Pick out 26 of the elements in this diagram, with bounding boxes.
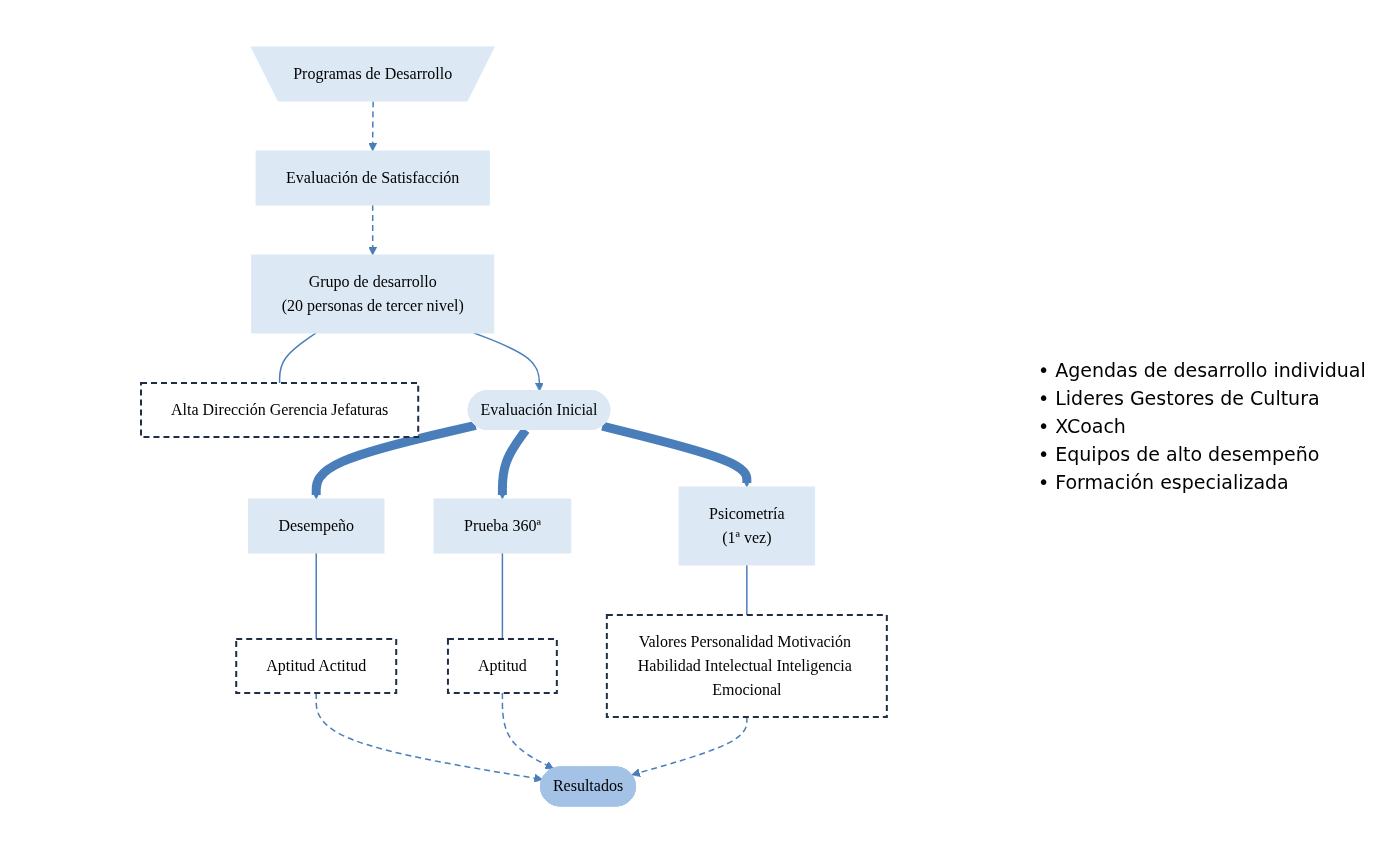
bullet-item: • XCoach	[1038, 415, 1127, 437]
node-box: Desempeño	[248, 498, 385, 553]
bullet-item: • Formación especializada	[1038, 471, 1290, 493]
node-box: Aptitud	[447, 637, 558, 694]
arrow	[311, 420, 477, 499]
arrow	[315, 691, 544, 782]
arrow	[501, 691, 554, 769]
bullet-item: • Equipos de alto desempeño	[1038, 443, 1321, 465]
node-box: Grupo de desarrollo (20 personas de tercer nivel)	[251, 254, 495, 333]
node-box: Prueba 360ª	[433, 498, 572, 553]
node-box: Psicometría (1ª vez)	[678, 486, 816, 565]
connector	[278, 331, 317, 384]
connector	[746, 563, 748, 616]
arrow	[473, 331, 544, 391]
node-box: Aptitud Actitud	[235, 637, 398, 694]
connector	[315, 551, 318, 640]
connector	[501, 551, 504, 640]
node-box: Evaluación de Satisfacción	[255, 150, 490, 205]
arrow	[601, 421, 752, 487]
arrow	[368, 203, 378, 255]
node-box: Alta Dirección Gerencia Jefaturas	[140, 381, 420, 438]
node-box: Valores Personalidad Motivación Habilidad Intelectual Inteligencia Emocional	[605, 613, 888, 718]
bullet-item: • Agendas de desarrollo individual	[1038, 359, 1367, 381]
bullet-item: • Lideres Gestores de Cultura	[1038, 387, 1321, 409]
arrow	[631, 715, 748, 777]
arrow	[368, 100, 378, 151]
